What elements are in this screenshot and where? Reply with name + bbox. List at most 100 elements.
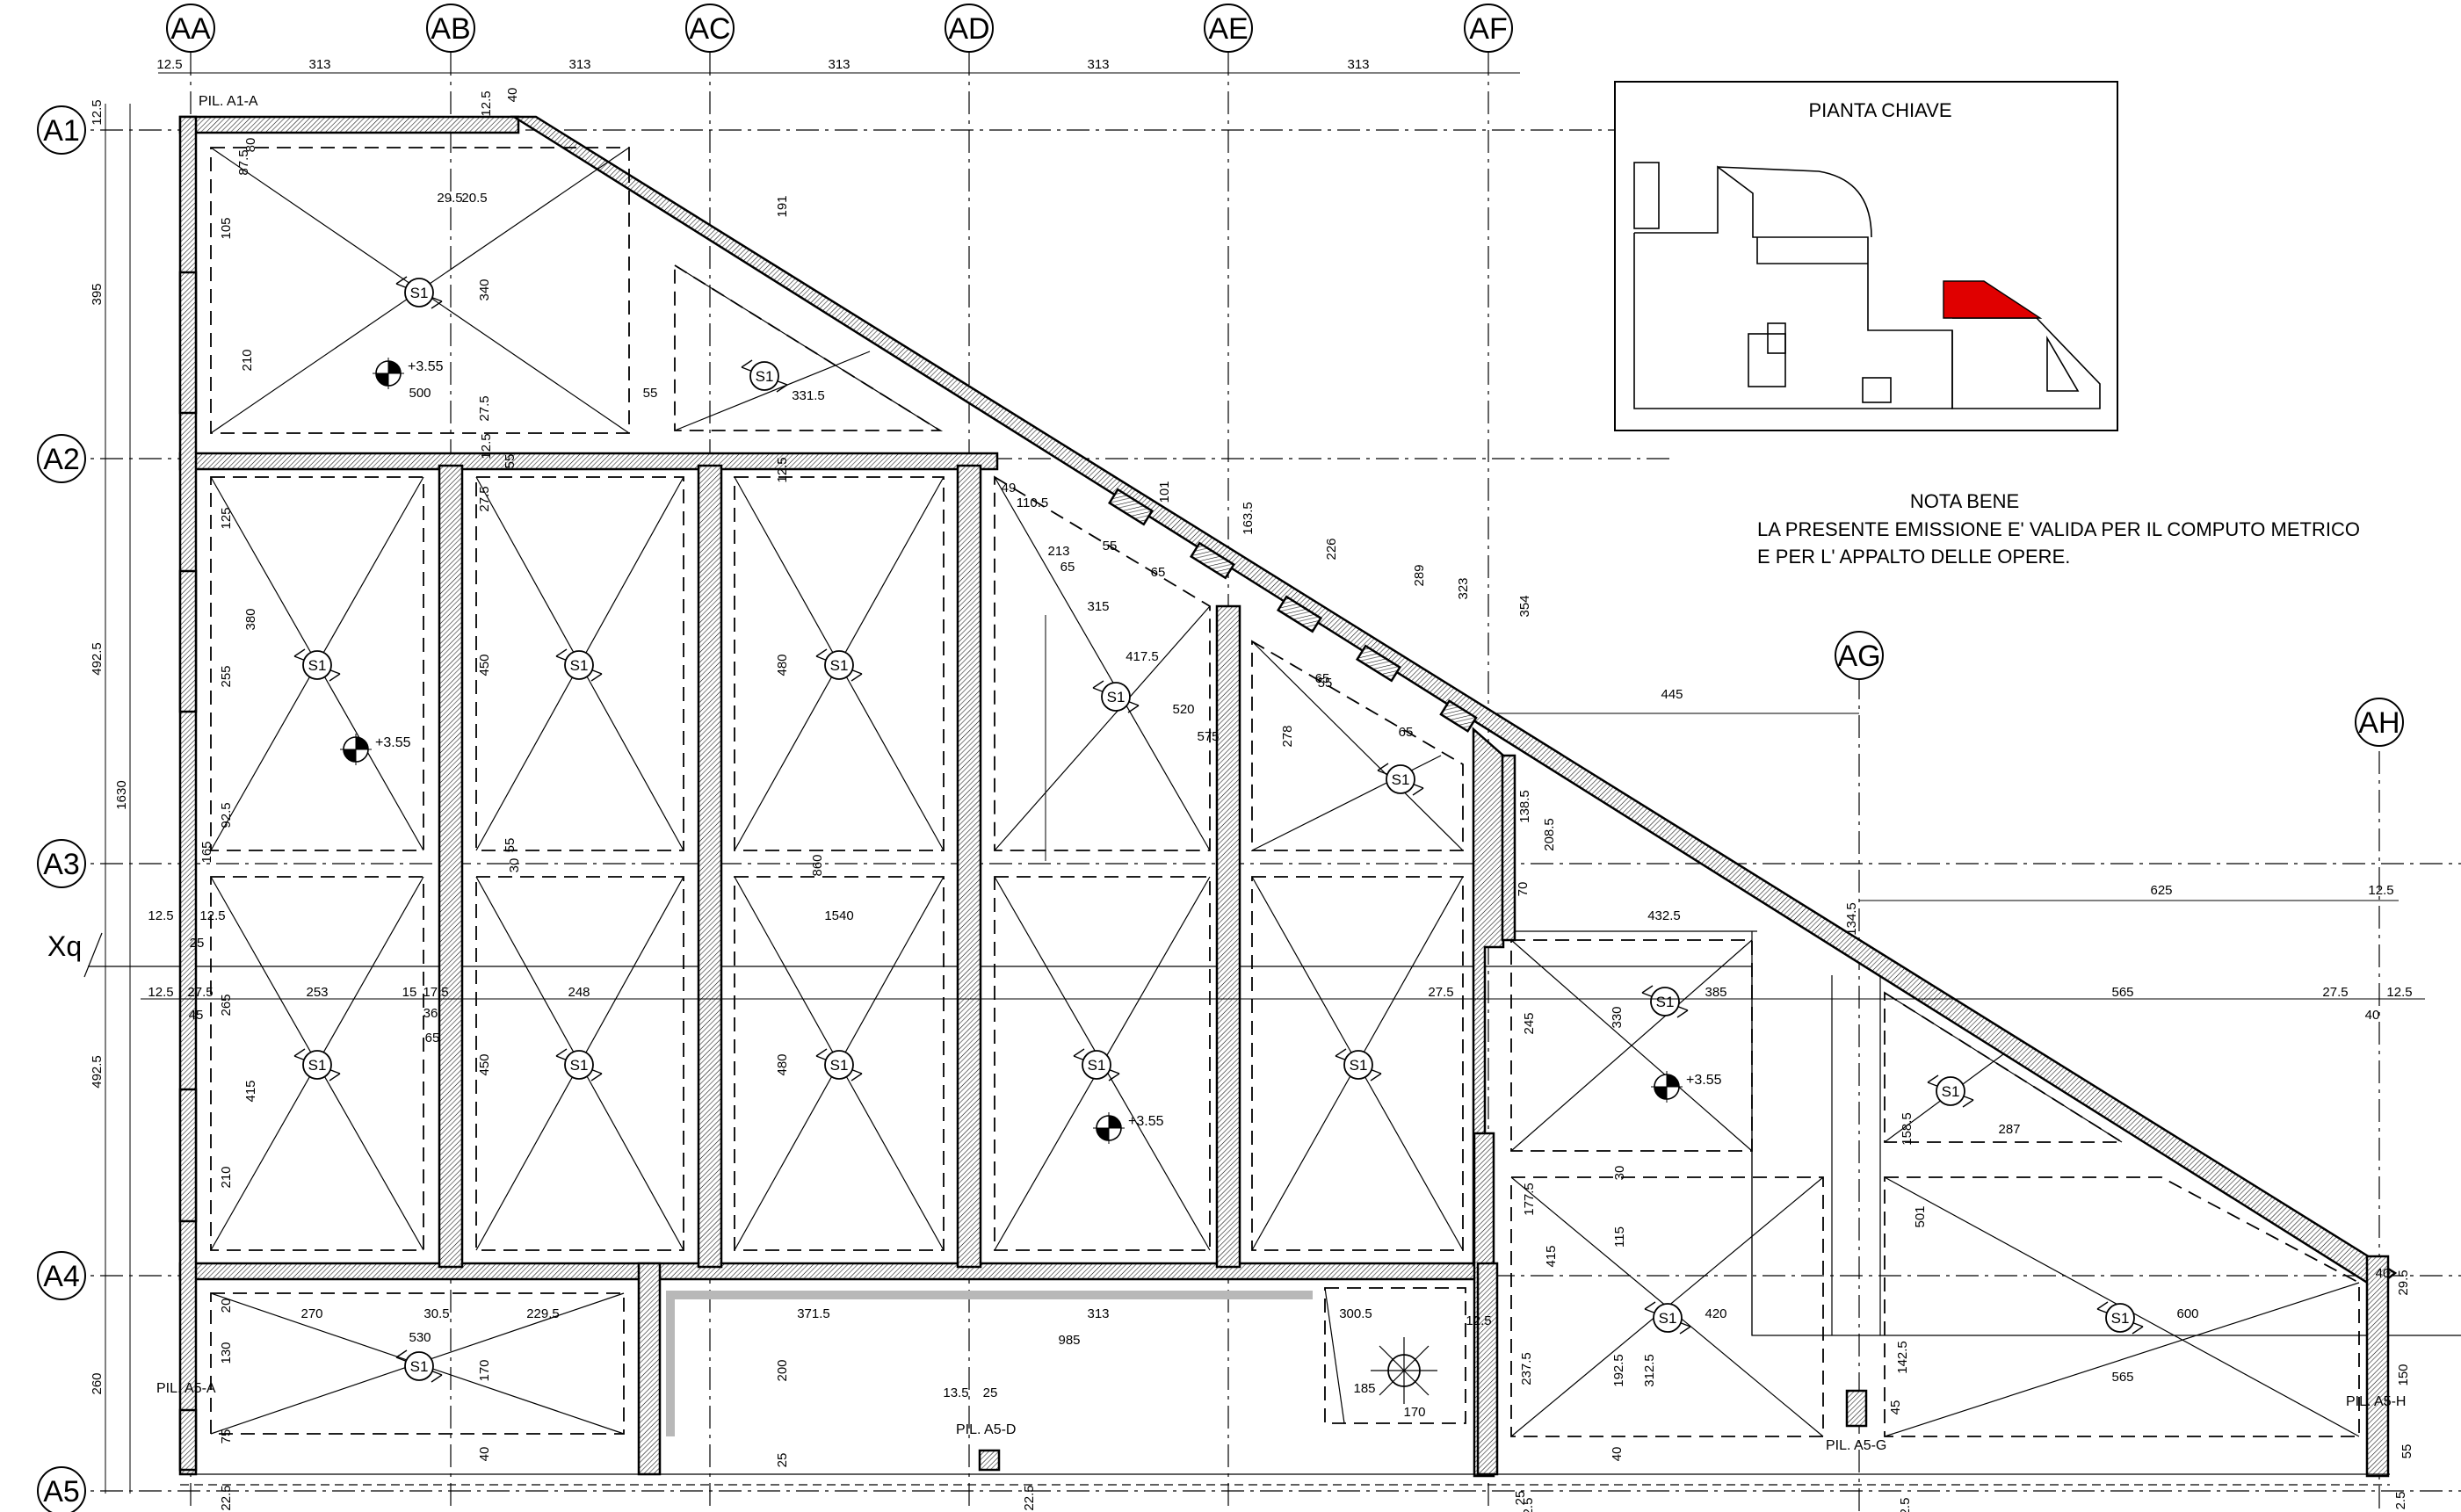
svg-text:A2: A2 bbox=[43, 443, 80, 476]
level-marker: +3.55 bbox=[1092, 1111, 1164, 1145]
svg-text:A5: A5 bbox=[43, 1475, 80, 1508]
dimension-label: 2.5 bbox=[2393, 1492, 2408, 1510]
dimension-label: 313 bbox=[1087, 1306, 1109, 1321]
dimension-label: 80 bbox=[243, 138, 258, 153]
dimension-label: 40 bbox=[1610, 1447, 1625, 1462]
dimension-label: 15 bbox=[402, 985, 417, 1000]
s1-tag: S1 bbox=[1335, 1048, 1382, 1082]
svg-text:S1: S1 bbox=[410, 1358, 429, 1375]
svg-text:395: 395 bbox=[90, 283, 105, 305]
dimension-label: 165 bbox=[199, 841, 214, 863]
dimension-label: 600 bbox=[2176, 1306, 2198, 1321]
axis-bubble-ag: AG bbox=[1835, 631, 1884, 680]
dimension-label: 92.5 bbox=[219, 802, 234, 828]
dimension-label: 12.5 bbox=[2386, 985, 2412, 1000]
svg-text:S1: S1 bbox=[756, 368, 774, 385]
s1-tag: S1 bbox=[555, 1048, 603, 1082]
dimension-label: 371.5 bbox=[797, 1306, 830, 1321]
s1-tag: S1 bbox=[1377, 763, 1424, 796]
dimension-label: 565 bbox=[2111, 985, 2133, 1000]
axis-bubble-a4: A4 bbox=[37, 1251, 86, 1300]
svg-text:313: 313 bbox=[1087, 57, 1109, 72]
dimension-label: 210 bbox=[219, 1166, 234, 1188]
svg-text:S1: S1 bbox=[570, 657, 589, 674]
dimension-label: 237.5 bbox=[1519, 1352, 1534, 1385]
axis-bubble-ac: AC bbox=[685, 4, 735, 53]
dimension-label: 331.5 bbox=[792, 388, 825, 403]
grey-beam-outline bbox=[666, 1291, 1313, 1436]
nota-bene-line2: E PER L' APPALTO DELLE OPERE. bbox=[1757, 546, 2070, 568]
dimension-label: 480 bbox=[775, 654, 790, 676]
dimension-label: 1540 bbox=[824, 908, 853, 923]
dimension-label: 245 bbox=[1522, 1012, 1537, 1034]
axis-bubble-ae: AE bbox=[1204, 4, 1253, 53]
dimension-label: 445 bbox=[1661, 687, 1683, 702]
dimension-label: 30.5 bbox=[423, 1306, 449, 1321]
axis-bubble-aa: AA bbox=[166, 4, 215, 53]
dimension-label: 25 bbox=[983, 1385, 998, 1400]
s1-tag: S1 bbox=[2096, 1301, 2144, 1335]
dimension-label: 12.5 bbox=[2368, 883, 2393, 898]
dimension-label: 12.5 bbox=[199, 908, 225, 923]
axis-bubble-af: AF bbox=[1464, 4, 1513, 53]
key-plan-title: PIANTA CHIAVE bbox=[1808, 99, 1951, 121]
svg-text:S1: S1 bbox=[570, 1057, 589, 1074]
dimension-label: 450 bbox=[477, 654, 492, 676]
dimension-label: 226 bbox=[1324, 538, 1339, 560]
svg-text:1630: 1630 bbox=[114, 780, 129, 809]
dimension-label: 45 bbox=[1888, 1400, 1903, 1415]
axis-bubble-a3: A3 bbox=[37, 839, 86, 888]
dimension-label: 415 bbox=[243, 1080, 258, 1102]
dimension-label: 75 bbox=[219, 1429, 234, 1444]
dimension-label: 210 bbox=[240, 349, 255, 371]
svg-text:S1: S1 bbox=[308, 1057, 327, 1074]
dimension-label: 860 bbox=[810, 854, 825, 876]
dimension-label: 29.5 bbox=[437, 191, 462, 206]
left-dimensions: 12.5 395 492.5 1630 492.5 260 bbox=[90, 99, 129, 1394]
dimension-label: 380 bbox=[243, 608, 258, 630]
dimension-label: 55 bbox=[2399, 1444, 2414, 1459]
s1-tag: S1 bbox=[395, 1349, 443, 1383]
s1-tag: S1 bbox=[1092, 680, 1140, 713]
pillar-label: PIL. A5-G bbox=[1826, 1438, 1886, 1453]
svg-text:S1: S1 bbox=[1656, 994, 1675, 1010]
svg-text:S1: S1 bbox=[2111, 1310, 2130, 1327]
svg-text:S1: S1 bbox=[1392, 771, 1410, 788]
dimension-label: 417.5 bbox=[1126, 649, 1159, 664]
svg-text:313: 313 bbox=[308, 57, 330, 72]
dimension-label: 150 bbox=[2396, 1364, 2411, 1385]
dimension-label: 253 bbox=[306, 985, 328, 1000]
dimension-label: 105 bbox=[219, 217, 234, 239]
void-symbol bbox=[1371, 1337, 1437, 1404]
s1-tag: S1 bbox=[1644, 1301, 1691, 1335]
svg-text:AF: AF bbox=[1469, 12, 1507, 46]
svg-text:AC: AC bbox=[689, 12, 730, 46]
svg-text:492.5: 492.5 bbox=[90, 1055, 105, 1089]
dimension-label: 20 bbox=[219, 1299, 234, 1313]
axis-bubble-ad: AD bbox=[945, 4, 994, 53]
dimension-label: 248 bbox=[568, 985, 590, 1000]
s1-tag: S1 bbox=[293, 1048, 341, 1082]
pillar-labels: PIL. A1-A PIL. A5-A PIL. A5-D PIL. A5-G … bbox=[156, 94, 2406, 1453]
s1-tag: S1 bbox=[395, 276, 443, 309]
dimension-label: 480 bbox=[775, 1053, 790, 1075]
dimension-label: 36 bbox=[423, 1006, 438, 1021]
axis-bubble-a1: A1 bbox=[37, 105, 86, 155]
dimension-label: 27.5 bbox=[1428, 985, 1453, 1000]
svg-text:S1: S1 bbox=[830, 657, 849, 674]
key-plan-outline bbox=[1633, 162, 2101, 409]
dimension-label: 200 bbox=[775, 1359, 790, 1381]
dimension-label: 130 bbox=[219, 1342, 234, 1364]
dimension-label: 27.5 bbox=[187, 985, 213, 1000]
dimension-label: 20.5 bbox=[461, 191, 487, 206]
dimension-label: 315 bbox=[1087, 599, 1109, 614]
axis-bubble-ah: AH bbox=[2355, 698, 2404, 747]
dimension-label: 12.5 bbox=[148, 985, 173, 1000]
level-marker: +3.55 bbox=[1650, 1070, 1722, 1103]
dimension-label: 12.5 bbox=[479, 433, 494, 459]
dimension-label: 330 bbox=[1610, 1006, 1625, 1028]
svg-text:S1: S1 bbox=[308, 657, 327, 674]
svg-text:+3.55: +3.55 bbox=[1686, 1073, 1722, 1088]
svg-text:A4: A4 bbox=[43, 1260, 80, 1293]
